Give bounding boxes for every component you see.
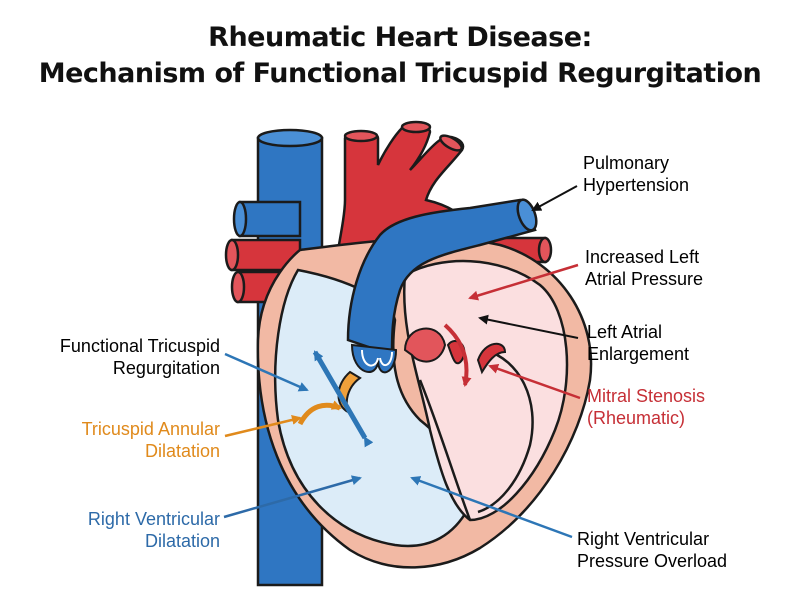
vena-cava-top bbox=[256, 128, 324, 148]
label-rv-dilatation: Right Ventricular Dilatation bbox=[20, 508, 220, 552]
label-pulmonary-hypertension-line2: Hypertension bbox=[583, 175, 690, 195]
label-rv-pressure-overload: Right Ventricular Pressure Overload bbox=[577, 528, 727, 572]
label-tricuspid-annular-line2: Dilatation bbox=[144, 441, 220, 461]
label-la-enlargement-line1: Left Atrial bbox=[587, 322, 663, 342]
label-functional-tr-line2: Regurgitation bbox=[112, 358, 220, 378]
label-mitral-stenosis: Mitral Stenosis (Rheumatic) bbox=[587, 385, 705, 429]
label-la-enlargement-line2: Enlargement bbox=[587, 344, 690, 364]
label-rv-dilatation-line2: Dilatation bbox=[144, 531, 220, 551]
aortic-valve bbox=[403, 327, 447, 363]
label-increased-la-pressure-line1: Increased Left bbox=[585, 247, 700, 267]
label-tricuspid-annular-line1: Tricuspid Annular bbox=[81, 419, 220, 439]
title-line-2: Mechanism of Functional Tricuspid Regurg… bbox=[38, 58, 762, 89]
label-increased-la-pressure: Increased Left Atrial Pressure bbox=[585, 246, 703, 290]
la-enlargement-arrow bbox=[478, 314, 579, 339]
label-functional-tr: Functional Tricuspid Regurgitation bbox=[20, 335, 220, 379]
title-line-1: Rheumatic Heart Disease: bbox=[208, 22, 592, 53]
rv-dilatation-arrow bbox=[223, 475, 362, 519]
label-mitral-stenosis-line1: Mitral Stenosis bbox=[587, 386, 706, 406]
functional-tr-arrow bbox=[224, 352, 309, 392]
label-la-enlargement: Left Atrial Enlargement bbox=[587, 321, 689, 365]
annular-arrow bbox=[297, 400, 342, 426]
label-rv-pressure-overload-line1: Right Ventricular bbox=[577, 529, 710, 549]
mitral-flow-arrow bbox=[443, 323, 472, 387]
label-pulmonary-hypertension-line1: Pulmonary bbox=[583, 153, 670, 173]
increased-la-pressure-arrow bbox=[468, 263, 579, 301]
tricuspid-annular-arrow bbox=[224, 415, 302, 438]
rv-pressure-overload-arrow bbox=[410, 476, 573, 539]
label-mitral-stenosis-line2: (Rheumatic) bbox=[587, 408, 686, 428]
label-tricuspid-annular: Tricuspid Annular Dilatation bbox=[20, 418, 220, 462]
septum-line bbox=[418, 379, 472, 521]
pulmonary-hypertension-arrow bbox=[531, 185, 578, 211]
mitral-stenosis-arrow bbox=[488, 363, 581, 400]
label-increased-la-pressure-line2: Atrial Pressure bbox=[585, 269, 704, 289]
left-blue-branch bbox=[238, 200, 302, 238]
mitral-valve-right bbox=[476, 342, 507, 375]
label-functional-tr-line1: Functional Tricuspid bbox=[59, 336, 220, 356]
label-pulmonary-hypertension: Pulmonary Hypertension bbox=[583, 152, 689, 196]
regurgitation-arrow bbox=[312, 350, 374, 448]
left-ventricle-inner bbox=[477, 348, 534, 514]
label-rv-pressure-overload-line2: Pressure Overload bbox=[577, 551, 728, 571]
label-rv-dilatation-line1: Right Ventricular bbox=[87, 509, 220, 529]
